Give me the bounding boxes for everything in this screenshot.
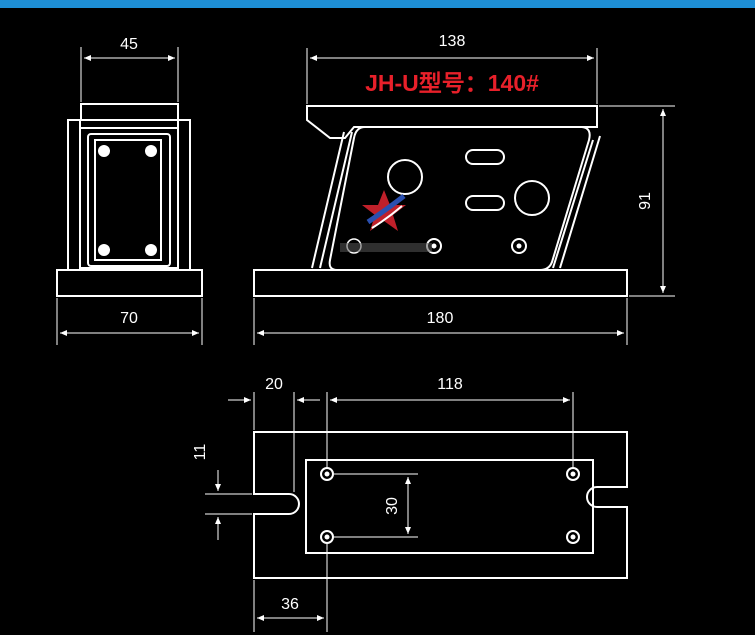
side-left-upright xyxy=(67,119,81,271)
dim-front-base-label: 180 xyxy=(427,310,454,327)
side-dimensions xyxy=(56,47,203,345)
side-bolt-bl xyxy=(98,244,110,256)
front-hole-small-right xyxy=(511,238,527,254)
dim-plan-spacing-label: 118 xyxy=(437,376,463,393)
plan-hole-bl xyxy=(320,530,334,544)
top-accent-bar xyxy=(0,0,755,8)
front-left-slant xyxy=(311,131,353,269)
side-right-upright xyxy=(177,119,191,271)
dim-front-top-label: 138 xyxy=(439,33,466,50)
star-logo-icon xyxy=(362,190,406,231)
plan-view xyxy=(253,431,628,579)
side-bolt-tl xyxy=(98,145,110,157)
front-slot-top xyxy=(465,149,505,165)
dim-front-height-label: 91 xyxy=(637,192,654,210)
front-slot-bottom xyxy=(465,195,505,211)
side-view xyxy=(56,103,203,297)
dim-plan-offset-label: 20 xyxy=(265,376,283,393)
front-base-plate xyxy=(253,269,628,297)
plan-dimensions xyxy=(205,392,574,632)
front-top-cap xyxy=(306,105,598,139)
model-title: JH-U型号：140# xyxy=(365,70,539,96)
side-bolt-br xyxy=(145,244,157,256)
plan-inner-plate xyxy=(305,459,594,554)
dim-plan-hole-pitch-label: 30 xyxy=(384,497,401,515)
front-dimensions xyxy=(253,48,675,345)
dim-plan-slot-label: 11 xyxy=(192,444,209,461)
side-rubber-inner xyxy=(94,139,162,261)
plan-outer-plate xyxy=(253,431,628,579)
watermark-text-strip xyxy=(340,243,432,252)
side-bolt-tr xyxy=(145,145,157,157)
plan-hole-tl xyxy=(320,467,334,481)
side-base-plate xyxy=(56,269,203,297)
side-inner-frame xyxy=(79,127,179,269)
side-rubber-block xyxy=(87,133,171,267)
front-right-slant xyxy=(552,135,601,269)
plan-hole-br xyxy=(566,530,580,544)
side-top-cap xyxy=(80,103,179,121)
front-body-plate xyxy=(328,126,591,271)
front-hole-large-left xyxy=(387,159,423,195)
front-view xyxy=(253,105,628,297)
front-hole-large-right xyxy=(514,180,550,216)
dim-side-base-label: 70 xyxy=(120,310,138,327)
dim-plan-edge-label: 36 xyxy=(281,596,299,613)
plan-hole-tr xyxy=(566,467,580,481)
dim-side-top-label: 45 xyxy=(120,36,138,53)
